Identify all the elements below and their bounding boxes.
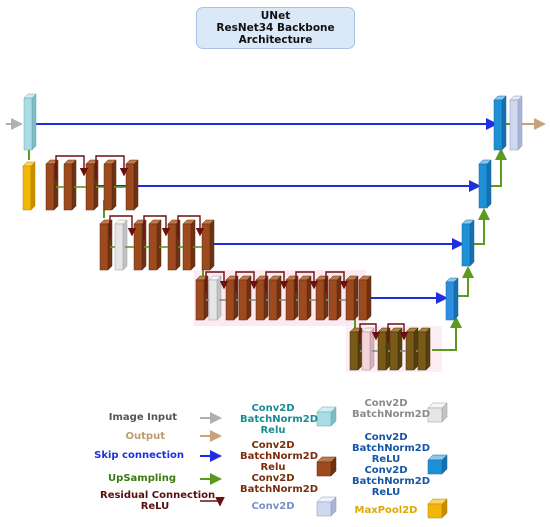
stage2-block-7 [201, 219, 215, 271]
stage2-block-6 [182, 219, 196, 271]
legend-conv-bn-relu: Conv2D BatchNorm2D Relu [240, 403, 319, 436]
input-block [23, 93, 37, 151]
title-line-1: UNet [260, 10, 291, 22]
stage1-block-5 [125, 159, 139, 211]
upsampling-path-1 [432, 316, 462, 351]
legend-residual-line-2: ReLU [140, 501, 170, 512]
stage1-block-2 [63, 159, 77, 211]
title-line-2: ResNet34 Backbone [216, 22, 335, 34]
stage3-block-7 [285, 275, 299, 321]
legend-cube-maxpool [427, 498, 448, 519]
legend-swatches [200, 402, 448, 519]
stage3-residual-4 [295, 271, 319, 292]
stage2-block-1 [99, 219, 113, 271]
legend-residual-block: Conv2D BatchNorm2D Relu Conv2D BatchNorm… [240, 440, 319, 495]
stage2-residual-3 [177, 215, 205, 239]
stage4-block-6 [417, 327, 431, 371]
legend-image-input: Image Input [108, 412, 177, 423]
legend-cube-batchnorm [427, 402, 448, 423]
legend-maxpool: MaxPool2D [354, 505, 418, 516]
stage1-block-4 [103, 159, 117, 211]
legend-c4-line1: Conv2D [364, 398, 408, 409]
stage3-block-8 [298, 275, 312, 321]
stage4-block-4 [389, 327, 403, 371]
stage2-residual-1 [109, 215, 137, 239]
final-conv-block [509, 95, 523, 151]
legend-cube-resblock [316, 456, 337, 477]
stage3-block-1 [195, 275, 209, 321]
legend-residual-line-1: Residual Connection [100, 490, 216, 501]
legend-c2-line5: BatchNorm2D [240, 484, 319, 495]
stage4-residual-1 [359, 323, 381, 343]
legend-c5-line1: Conv2D [364, 432, 408, 443]
decoder-block-2 [461, 219, 475, 267]
stage4-block-1 [349, 327, 363, 371]
stage1-residual-2 [95, 155, 129, 179]
decoder-block-1 [445, 277, 459, 321]
legend-c5-line6: ReLU [371, 487, 401, 498]
decoder-block-3 [478, 159, 492, 209]
legend-c5-line2: BatchNorm2D [352, 443, 431, 454]
legend-cube-decoder [427, 454, 448, 475]
stage2-block-3 [133, 219, 147, 271]
stage2-block-4 [148, 219, 162, 271]
stage2-residual-2 [143, 215, 171, 239]
legend-conv-bn: Conv2D BatchNorm2D [352, 398, 431, 420]
stage2-block-5 [167, 219, 181, 271]
legend-c2-line1: Conv2D [251, 440, 295, 451]
legend-output: Output [125, 431, 165, 442]
legend-residual: Residual Connection ReLU [100, 490, 216, 512]
decoder-block-4 [493, 95, 507, 151]
stage4-block-2 [361, 327, 375, 371]
maxpool-block [22, 161, 36, 211]
stage3-block-11 [345, 275, 359, 321]
legend-c2-line3: Relu [260, 462, 286, 473]
legend-c5-line3: ReLU [371, 454, 401, 465]
stage3-block-6 [268, 275, 282, 321]
legend-c1-line1: Conv2D [251, 403, 295, 414]
legend-cube-conv2d [316, 496, 337, 517]
legend-cube-input [316, 406, 337, 427]
stage2-block-2 [114, 219, 128, 271]
stage4-residual-2 [387, 323, 409, 343]
stage1-residual-1 [55, 155, 89, 179]
legend-c1-line2: BatchNorm2D [240, 414, 319, 425]
legend-arrow-residual [200, 497, 225, 507]
legend-c2-line2: BatchNorm2D [240, 451, 319, 462]
legend-skip-connection: Skip connection [94, 450, 184, 461]
legend-c1-line3: Relu [260, 425, 286, 436]
title-box: UNet ResNet34 Backbone Architecture [196, 7, 355, 49]
legend-decoder-block: Conv2D BatchNorm2D ReLU Conv2D BatchNorm… [352, 432, 431, 498]
stage3-block-4 [238, 275, 252, 321]
stage3-block-5 [255, 275, 269, 321]
legend-c4-line2: BatchNorm2D [352, 409, 431, 420]
stage3-block-12 [358, 275, 372, 321]
stage3-block-2 [208, 275, 222, 321]
encoder-residual-blocks [45, 155, 431, 371]
legend-conv2d: Conv2D [251, 501, 295, 512]
stage3-residual-3 [265, 271, 289, 292]
legend-upsampling: UpSampling [108, 473, 176, 484]
stage3-residual-5 [325, 271, 349, 292]
title-line-3: Architecture [238, 34, 313, 46]
stage3-block-10 [328, 275, 342, 321]
legend-c2-line4: Conv2D [251, 473, 295, 484]
stage4-block-5 [405, 327, 419, 371]
legend-c5-line5: BatchNorm2D [352, 476, 431, 487]
legend-c5-line4: Conv2D [364, 465, 408, 476]
stage3-residual-1 [205, 271, 229, 292]
stage3-block-9 [315, 275, 329, 321]
stage3-residual-2 [235, 271, 259, 292]
